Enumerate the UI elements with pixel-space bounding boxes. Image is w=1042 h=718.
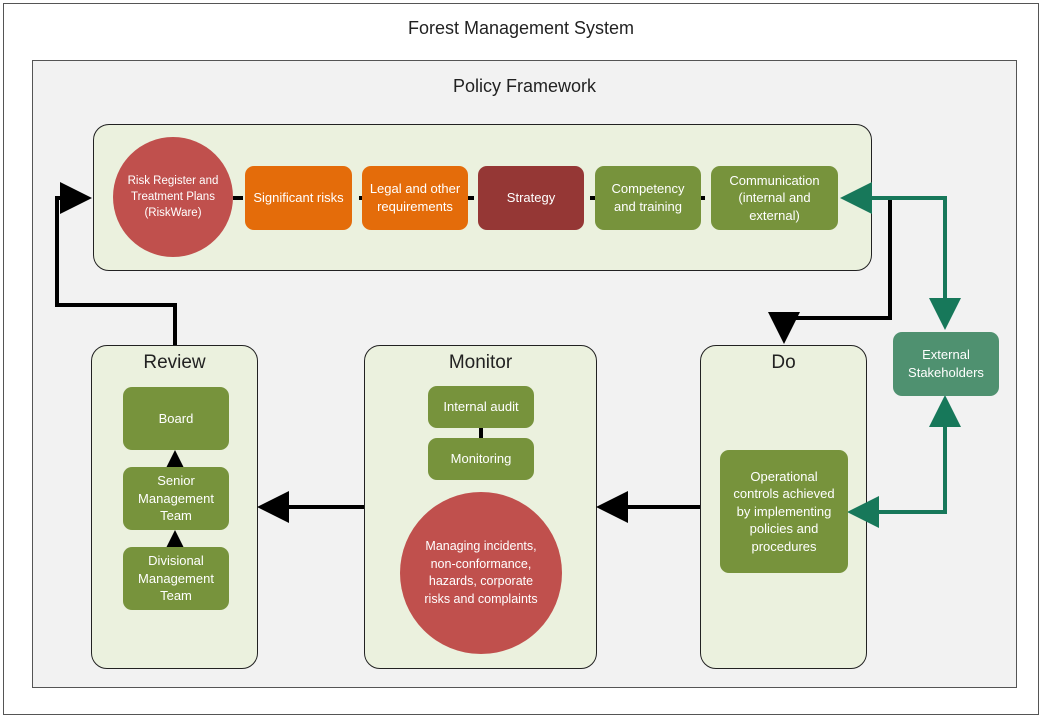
arrow-external-to-communication (840, 182, 947, 325)
diagram-title: Forest Management System (407, 18, 635, 38)
risk-register-circle: Risk Register and Treatment Plans (RiskW… (113, 137, 233, 257)
board-box: Board (123, 387, 229, 450)
legal-requirements-box: Legal and other requirements (362, 166, 468, 230)
internal-audit-box: Internal audit (428, 386, 534, 428)
significant-risks-box: Significant risks (245, 166, 352, 230)
operational-controls-box: Operational controls achieved by impleme… (720, 450, 848, 573)
senior-management-box: Senior Management Team (123, 467, 229, 530)
policy-framework-title: Policy Framework (452, 76, 597, 96)
arrow-external-to-operational (847, 405, 947, 528)
competency-box: Competency and training (595, 166, 701, 230)
communication-box: Communication (internal and external) (711, 166, 838, 230)
incidents-circle: Managing incidents, non-conformance, haz… (400, 492, 562, 654)
monitor-title: Monitor (448, 352, 513, 373)
external-stakeholders-box: External Stakeholders (893, 332, 999, 396)
review-title: Review (143, 352, 206, 373)
monitoring-box: Monitoring (428, 438, 534, 480)
do-title: Do (771, 352, 796, 373)
arrow-review-to-policy (55, 182, 177, 345)
divisional-management-box: Divisional Management Team (123, 547, 229, 610)
strategy-box: Strategy (478, 166, 584, 230)
